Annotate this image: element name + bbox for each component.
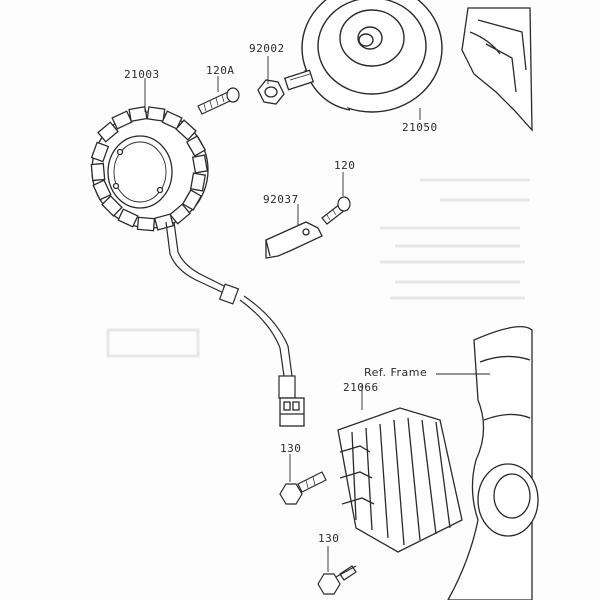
clamp-part-number: 92037 [263, 193, 299, 206]
stator-icon [90, 105, 209, 232]
engine-case-icon [461, 7, 533, 132]
ref-frame-label: Ref. Frame [364, 366, 428, 379]
clamp-bolt-part-number: 120 [334, 159, 356, 172]
stator-bolt-icon [197, 87, 240, 115]
regulator-bolt-upper-part-number: 130 [280, 442, 302, 455]
regulator-bolt-upper-icon [279, 471, 327, 505]
regulator-bolt-lower-part-number: 130 [318, 532, 340, 545]
regulator-icon [337, 407, 463, 553]
flange-bolt-icon [257, 69, 315, 105]
flywheel-part-number: 21050 [402, 121, 438, 134]
wire-harness-icon [165, 221, 296, 399]
frame-icon [447, 326, 539, 600]
stator-bolt-part-number: 120A [206, 64, 235, 77]
regulator-bolt-lower-icon [317, 565, 357, 595]
connector-icon [279, 397, 305, 427]
leader-lines [144, 56, 490, 572]
regulator-part-number: 21066 [343, 381, 379, 394]
stator-part-number: 21003 [124, 68, 160, 81]
ghost-background [106, 178, 530, 358]
flywheel-bolt-part-number: 92002 [249, 42, 285, 55]
flywheel-icon [301, 0, 443, 113]
clamp-bolt-icon [321, 196, 351, 225]
clamp-icon [265, 221, 323, 259]
